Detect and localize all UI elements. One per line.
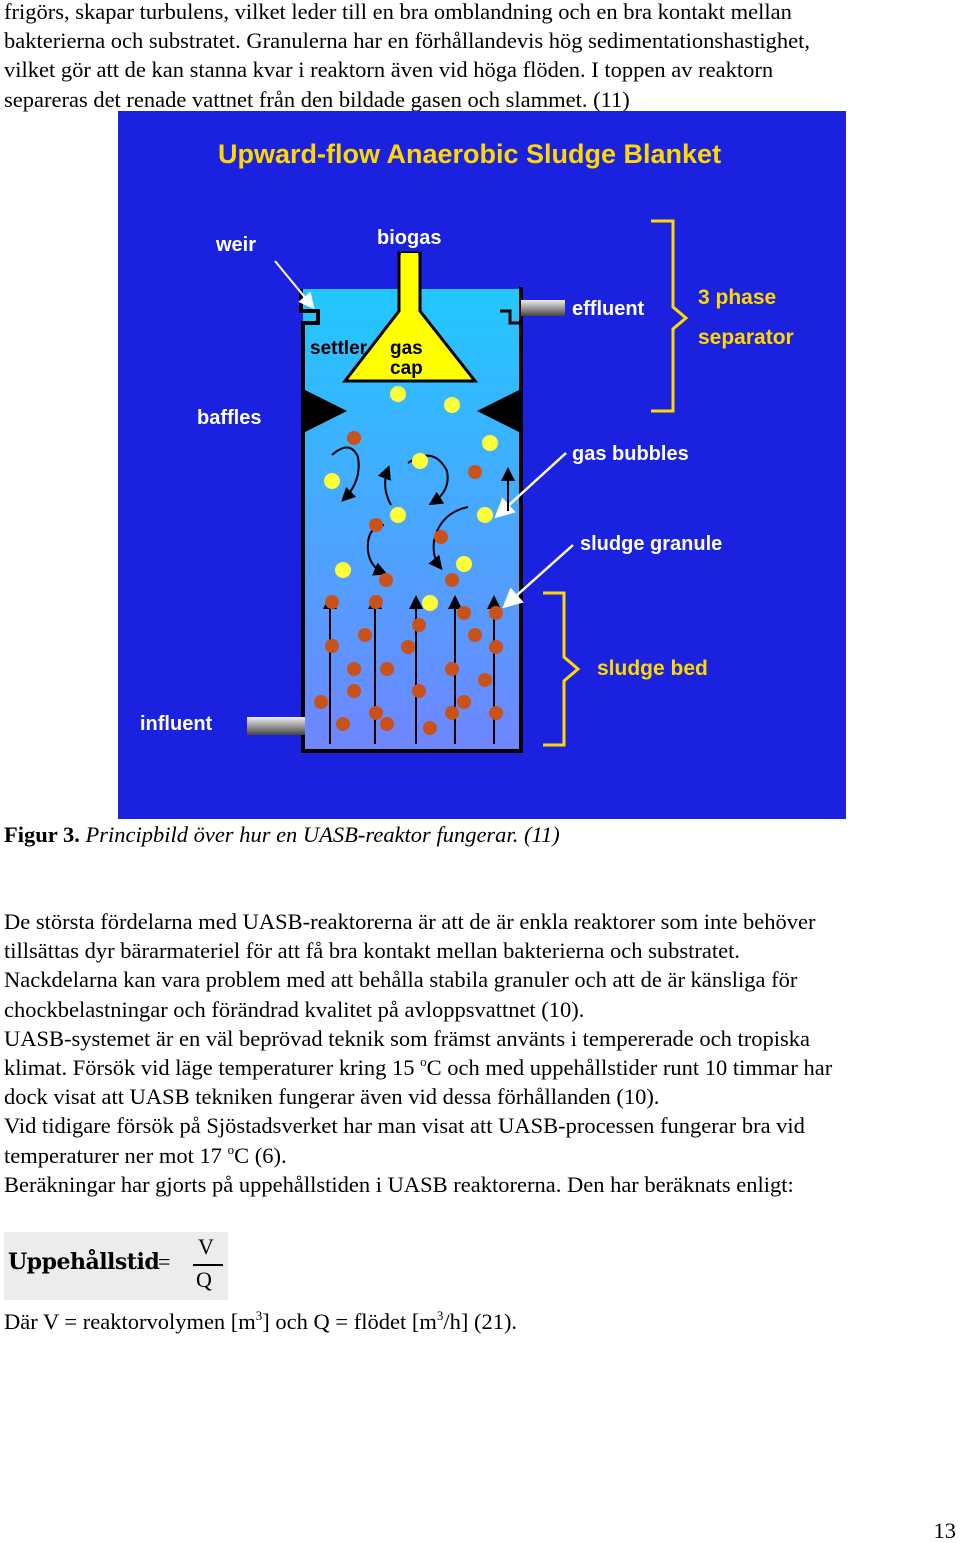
fraction-bar <box>193 1264 223 1266</box>
def-part: Där V = reaktorvolymen [m <box>4 1309 256 1334</box>
label-sludge-bed: sludge bed <box>597 657 708 680</box>
body-text: C och med uppehållstider runt 10 timmar … <box>426 1055 833 1081</box>
intro-line: frigörs, skapar turbulens, vilket leder … <box>4 0 792 24</box>
label-cap: cap <box>390 358 423 379</box>
formula-numerator: V <box>198 1234 214 1259</box>
label-gas: gas <box>390 338 423 359</box>
body-line: chockbelastningar och förändrad kvalitet… <box>4 996 585 1022</box>
formula-equals: = <box>158 1249 171 1274</box>
figure-caption: Figur 3. Principbild över hur en UASB-re… <box>4 820 560 850</box>
label-effluent: effluent <box>572 298 645 320</box>
weir-lip <box>500 309 521 325</box>
gas-bubbles <box>324 386 498 611</box>
body-line: Beräkningar har gjorts på uppehållstiden… <box>4 1171 794 1197</box>
gas-cap <box>341 251 479 383</box>
label-influent: influent <box>140 713 213 735</box>
intro-line: separeras det renade vattnet från den bi… <box>4 86 630 112</box>
arrow-weir <box>274 260 315 310</box>
body-line: dock visat att UASB tekniken fungerar äv… <box>4 1084 660 1110</box>
sludge-granules <box>314 431 503 735</box>
def-part: ] och Q = flödet [m <box>262 1309 437 1334</box>
formula-lhs: Uppehållstid <box>8 1249 160 1275</box>
body-text: temperaturer ner mot 17 <box>4 1142 228 1168</box>
body-line: temperaturer ner mot 17 oC (6). <box>4 1141 954 1170</box>
effluent-pipe <box>521 300 565 316</box>
bracket-sludge-bed <box>543 591 581 747</box>
label-settler: settler <box>310 338 368 359</box>
body-text: klimat. Försök vid läge temperaturer kri… <box>4 1055 421 1081</box>
label-sludge-granule: sludge granule <box>580 533 722 555</box>
caption-label: Figur 3. <box>4 822 80 847</box>
body-line: Nackdelarna kan vara problem med att beh… <box>4 967 798 993</box>
intro-line: vilket gör att de kan stanna kvar i reak… <box>4 57 774 83</box>
label-gas-bubbles: gas bubbles <box>572 443 689 465</box>
definition-line: Där V = reaktorvolymen [m3] och Q = flöd… <box>4 1307 954 1336</box>
body-line: klimat. Försök vid läge temperaturer kri… <box>4 1053 954 1082</box>
def-part: /h] (21). <box>443 1309 518 1334</box>
formula-denominator: Q <box>196 1267 212 1292</box>
def-sup: 3 <box>255 1308 263 1323</box>
caption-text: Principbild över hur en UASB-reaktor fun… <box>85 822 519 847</box>
degree-sup: o <box>420 1054 427 1070</box>
body-line: UASB-systemet är en väl beprövad teknik … <box>4 1025 811 1051</box>
body-paragraph: De största fördelarna med UASB-reaktorer… <box>4 907 954 1199</box>
body-text: C (6). <box>234 1142 287 1168</box>
definition-text: Där V = reaktorvolymen [m3] och Q = flöd… <box>4 1307 954 1336</box>
baffle-left <box>303 389 347 433</box>
body-line: Vid tidigare försök på Sjöstadsverket ha… <box>4 1113 805 1139</box>
body-line: De största fördelarna med UASB-reaktorer… <box>4 909 816 934</box>
bracket-three-phase <box>651 219 689 413</box>
def-sup: 3 <box>436 1308 444 1323</box>
intro-line: bakterierna och substratet. Granulerna h… <box>4 28 810 54</box>
body-line: tillsättas dyr bärarmateriel för att få … <box>4 938 740 964</box>
degree-sup: o <box>227 1141 235 1157</box>
uasb-diagram: Upward-flow Anaerobic Sludge Blanket wei… <box>118 111 846 819</box>
label-three-phase-2: separator <box>698 326 794 349</box>
intro-paragraph: frigörs, skapar turbulens, vilket leder … <box>4 0 954 114</box>
baffle-right <box>477 389 521 433</box>
arrow-gas-bubbles <box>494 452 567 519</box>
label-biogas: biogas <box>377 227 441 249</box>
biogas-pipe <box>401 253 418 315</box>
figure-title: Upward-flow Anaerobic Sludge Blanket <box>218 139 721 169</box>
page-number: 13 <box>933 1518 957 1543</box>
label-three-phase-1: 3 phase <box>698 286 776 309</box>
caption-ref: (11) <box>523 822 560 847</box>
label-baffles: baffles <box>197 407 261 429</box>
influent-pipe <box>247 717 305 735</box>
label-weir: weir <box>215 234 256 256</box>
formula-box: Uppehållstid = V Q <box>4 1232 228 1300</box>
arrow-sludge-granule <box>502 544 574 609</box>
